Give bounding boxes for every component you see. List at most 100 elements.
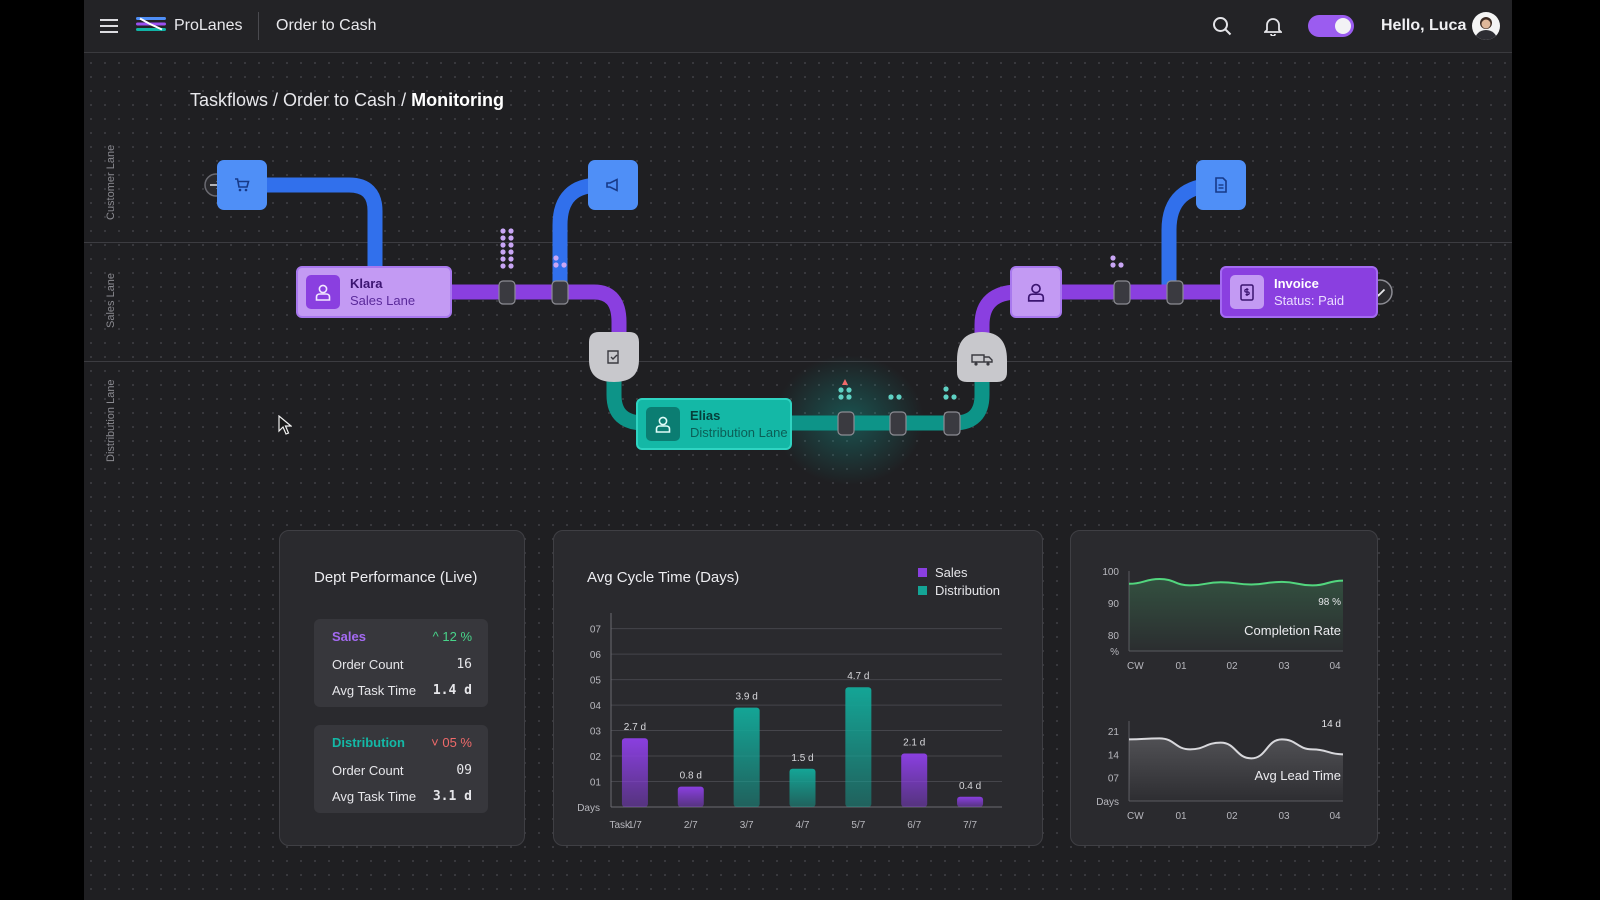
avg-task-value: 3.1 d <box>432 789 472 804</box>
flow-handle[interactable] <box>1113 280 1131 305</box>
breadcrumb-path[interactable]: Taskflows / Order to Cash / <box>190 90 412 110</box>
x-axis-label: Task <box>609 820 631 831</box>
card-title: Dept Performance (Live) <box>314 569 478 586</box>
order-count-label: Order Count <box>332 763 404 778</box>
y-tick-label: 100 <box>1102 567 1119 578</box>
bar-value-label: 2.7 d <box>624 722 646 733</box>
x-tick-label: 03 <box>1278 661 1290 672</box>
task-node-elias[interactable]: Elias Distribution Lane <box>636 398 792 450</box>
x-tick-label: 1/7 <box>628 820 642 831</box>
y-axis-label: Days <box>1096 797 1119 808</box>
cart-icon <box>235 178 250 192</box>
flow-handle[interactable] <box>498 280 516 305</box>
x-tick-label: 03 <box>1278 811 1290 822</box>
dept-performance-card: Dept Performance (Live) Sales ^ 12 % Ord… <box>279 530 525 846</box>
y-tick-label: 14 <box>1108 750 1120 761</box>
bar-value-label: 3.9 d <box>736 692 758 703</box>
x-tick-label: 01 <box>1175 811 1187 822</box>
y-tick-label: 06 <box>590 650 602 661</box>
y-tick-label: 04 <box>590 701 602 712</box>
gate-approval[interactable] <box>589 332 639 382</box>
bar <box>845 687 872 807</box>
top-bar: ProLanes Order to Cash Hello, Luca <box>84 0 1512 53</box>
y-tick-label: 07 <box>590 625 602 636</box>
flow-handle[interactable] <box>943 411 961 436</box>
cycle-time-card: Avg Cycle Time (Days) Sales Distribution… <box>553 530 1043 846</box>
x-tick-label: 02 <box>1226 661 1238 672</box>
y-tick-label: 21 <box>1108 727 1120 738</box>
user-icon <box>646 407 680 441</box>
invoice-status: Status: Paid <box>1274 293 1345 308</box>
bar-value-label: 4.7 d <box>847 671 869 682</box>
x-tick-label: 04 <box>1329 661 1341 672</box>
x-tick-label: 6/7 <box>907 820 921 831</box>
x-tick-label: 5/7 <box>851 820 865 831</box>
connector-sales <box>450 284 627 342</box>
task-node-klara[interactable]: Klara Sales Lane <box>296 266 452 318</box>
x-axis-label: CW <box>1127 811 1144 822</box>
bar-value-label: 0.4 d <box>959 781 981 792</box>
flow-handle[interactable] <box>889 411 907 436</box>
queue-dots-distribution <box>838 386 957 400</box>
metric-label: Avg Lead Time <box>1255 768 1341 783</box>
node-name: Elias <box>690 408 721 423</box>
x-tick-label: 02 <box>1226 811 1238 822</box>
distribution-stat-box: Distribution ˅ 05 % Order Count 09 Avg T… <box>314 725 488 813</box>
document-node[interactable] <box>1196 160 1246 210</box>
checklist-icon <box>607 350 619 364</box>
series-line <box>1128 737 1344 760</box>
bar <box>789 768 816 807</box>
order-count-value: 16 <box>456 657 472 672</box>
avg-task-value: 1.4 d <box>432 683 472 698</box>
alert-marker-icon <box>842 379 848 385</box>
flow-handle[interactable] <box>551 280 569 305</box>
task-node-invoice[interactable]: Invoice Status: Paid <box>1220 266 1378 318</box>
value-label: 98 % <box>1318 597 1341 608</box>
brand-logo-icon <box>136 16 166 37</box>
x-tick-label: 01 <box>1175 661 1187 672</box>
chart-title: Avg Cycle Time (Days) <box>587 569 740 586</box>
cart-node[interactable] <box>217 160 267 210</box>
document-icon <box>1215 177 1227 193</box>
series-line <box>1128 577 1344 587</box>
x-axis-label: CW <box>1127 661 1144 672</box>
task-node-sales-user[interactable] <box>1010 266 1062 318</box>
order-count-value: 09 <box>456 763 472 778</box>
menu-icon[interactable] <box>100 0 118 52</box>
node-name: Klara <box>350 276 383 291</box>
flow-handle[interactable] <box>1166 280 1184 305</box>
y-tick-label: 90 <box>1108 599 1120 610</box>
y-tick-label: 07 <box>1108 774 1120 785</box>
gate-shipping[interactable] <box>957 332 1007 382</box>
bar <box>677 786 704 807</box>
divider <box>258 12 259 40</box>
legend-sales[interactable]: Sales <box>918 565 968 580</box>
lane-separator <box>84 242 1512 243</box>
search-icon[interactable] <box>1212 0 1232 52</box>
value-label: 14 d <box>1322 719 1341 730</box>
legend-distribution[interactable]: Distribution <box>918 583 1000 598</box>
node-name: Invoice <box>1274 276 1319 291</box>
app-title: Order to Cash <box>276 0 376 52</box>
flow-handle[interactable] <box>837 411 855 436</box>
bar <box>901 753 928 807</box>
app-title-text: Order to Cash <box>276 17 377 34</box>
brand[interactable]: ProLanes <box>136 0 243 52</box>
x-tick-label: 2/7 <box>684 820 698 831</box>
connector-customer <box>256 177 383 276</box>
x-tick-label: 3/7 <box>740 820 754 831</box>
bell-icon[interactable] <box>1264 0 1282 52</box>
breadcrumb-current: Monitoring <box>411 90 505 110</box>
announcement-node[interactable] <box>588 160 638 210</box>
legend-label: Distribution <box>935 583 1001 598</box>
theme-toggle[interactable] <box>1308 15 1354 37</box>
area-fill <box>1129 579 1343 651</box>
y-tick-label: 01 <box>590 778 602 789</box>
bar <box>957 796 984 807</box>
user-avatar[interactable] <box>1472 12 1500 40</box>
y-tick-label: 05 <box>590 676 602 687</box>
